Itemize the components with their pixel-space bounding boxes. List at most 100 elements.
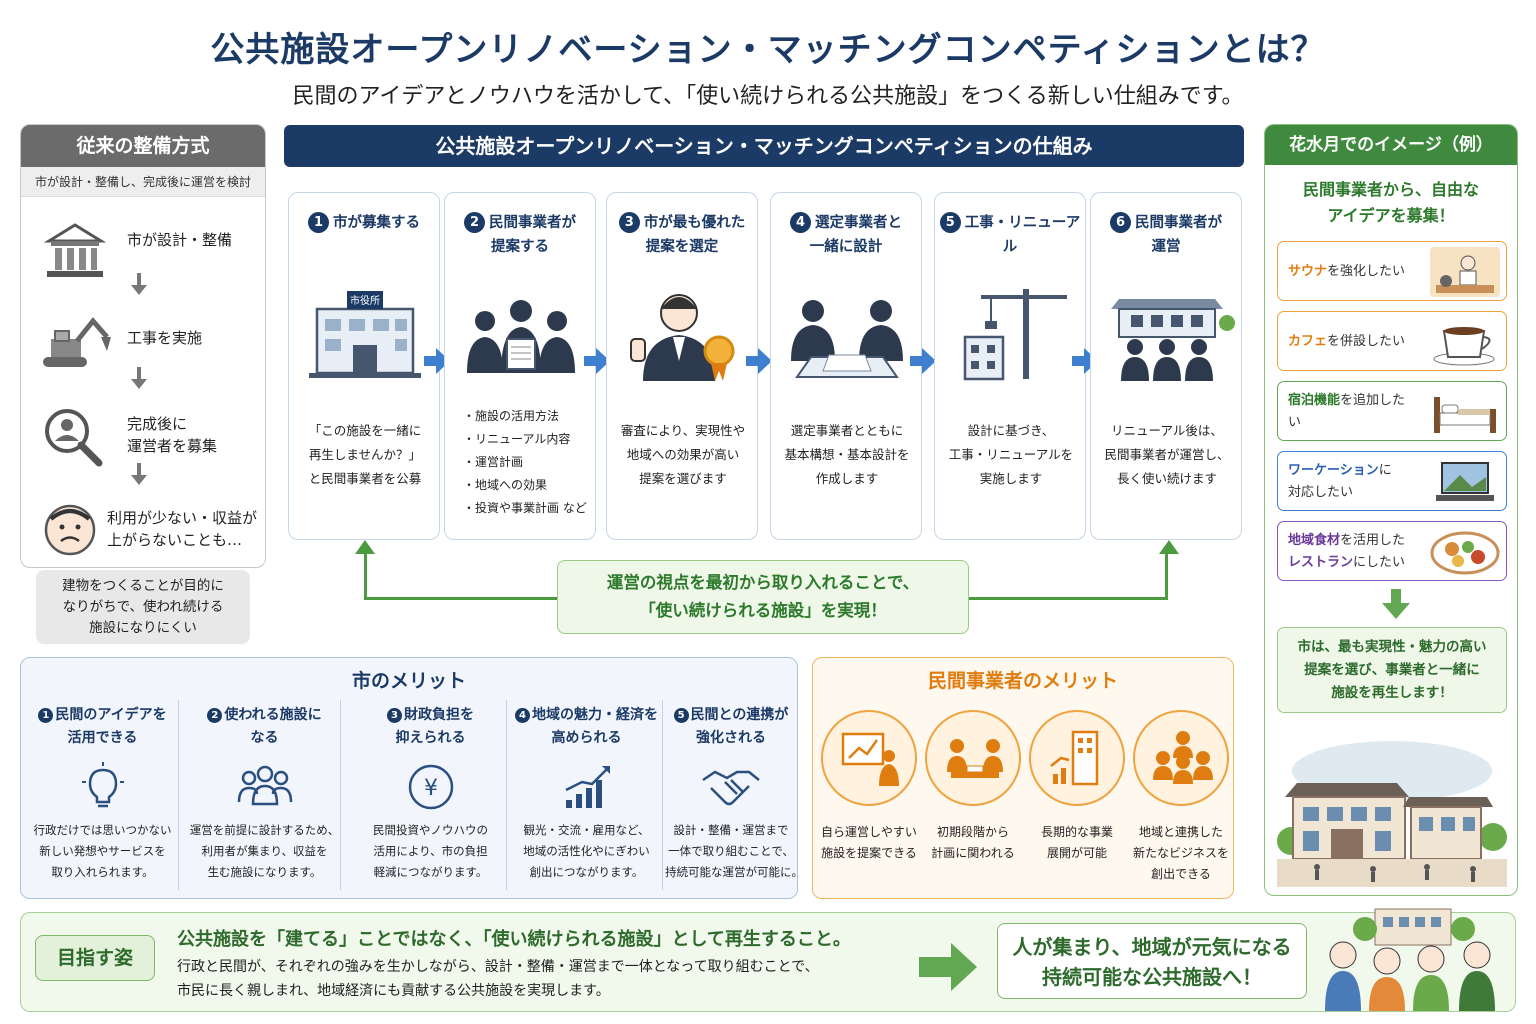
page-subtitle: 民間のアイデアとノウハウを活かして、「使い続けられる公共施設」をつくる新しい仕組… bbox=[292, 84, 1244, 109]
operation-note: 運営の視点を最初から取り入れることで、 「使い続けられる施設」を実現！ bbox=[557, 560, 969, 634]
list-item-text: 地域への効果 bbox=[475, 478, 548, 492]
conventional-step-2: 工事を実施 bbox=[21, 305, 265, 385]
list-item-text: 投資や事業計画 など bbox=[475, 501, 587, 515]
business-team-icon bbox=[467, 300, 575, 373]
city-office-sign: 市役所 bbox=[350, 294, 380, 307]
proposal-item-list: ・施設の活用方法 ・リニューアル内容 ・運営計画 ・地域への効果 ・投資や事業計… bbox=[463, 405, 587, 520]
conventional-step-4: 利用が少ない・収益が 上がらないことも… bbox=[21, 495, 265, 567]
merit-number: 5 bbox=[673, 708, 689, 723]
merit-desc: 長期的な事業 展開が可能 bbox=[1040, 825, 1113, 860]
renovated-facility-illustration bbox=[1277, 741, 1507, 887]
idea-card-restaurant: 地域食材を活用した レストランにしたい bbox=[1277, 521, 1507, 581]
merit-desc: 自ら運営しやすい 施設を提案できる bbox=[821, 825, 917, 860]
merit-desc: 行政だけでは思いつかない 新しい発想やサービスを 取り入れられます。 bbox=[33, 823, 172, 879]
yen-icon: ¥ bbox=[408, 764, 454, 810]
idea-key: サウナ bbox=[1288, 264, 1328, 279]
list-item-text: 運営計画 bbox=[475, 455, 524, 469]
private-merit-1: 自ら運営しやすい 施設を提案できる bbox=[819, 710, 919, 864]
dish-icon bbox=[1430, 531, 1500, 575]
coffee-cup-icon bbox=[1433, 327, 1495, 366]
merit-number: 4 bbox=[515, 708, 530, 723]
conventional-step-label: 利用が少ない・収益が 上がらないことも… bbox=[107, 509, 258, 549]
idea-rest: にしたい bbox=[1353, 555, 1406, 570]
step-number: 4 bbox=[790, 212, 811, 233]
goal-result: 人が集まり、地域が元気になる 持続可能な公共施設へ！ bbox=[997, 923, 1307, 999]
lightbulb-icon bbox=[82, 762, 124, 808]
hanamizuki-result: 市は、最も実現性・魅力の高い 提案を選び、事業者と一緒に 施設を再生します！ bbox=[1277, 627, 1507, 713]
merit-number: 2 bbox=[207, 708, 223, 723]
conventional-step-label: 完成後に 運営者を募集 bbox=[127, 415, 218, 455]
flow-arrow-icon bbox=[910, 348, 936, 374]
private-merits-panel: 民間事業者のメリット 自ら運営しやすい 施設を提案できる 初期段階から 計画に関… bbox=[812, 657, 1234, 899]
conventional-step-3: 完成後に 運営者を募集 bbox=[21, 401, 265, 481]
idea-card-sauna: サウナを強化したい bbox=[1277, 241, 1507, 301]
merit-desc: 初期段階から 計画に関われる bbox=[931, 825, 1015, 860]
merit-desc: 観光・交流・雇用など、 地域の活性化やにぎわい 創出につながります。 bbox=[523, 823, 650, 879]
idea-text: 宿泊機能を追加したい bbox=[1288, 382, 1418, 442]
hanamizuki-header: 花水月でのイメージ（例） bbox=[1265, 125, 1517, 165]
conventional-step-1: 市が設計・整備 bbox=[21, 207, 265, 287]
magnifier-person-icon bbox=[45, 409, 103, 467]
people-icon bbox=[237, 765, 293, 806]
step-desc: リニューアル後は、 民間事業者が運営し、 長く使い続けます bbox=[1104, 423, 1230, 486]
merit-desc: 地域と連携した 新たなビジネスを 創出できる bbox=[1132, 825, 1229, 881]
idea-rest: を強化したい bbox=[1327, 264, 1406, 279]
merit-title-text: 使われる施設に なる bbox=[224, 707, 322, 746]
merit-title-text: 地域の魅力・経済を 高められる bbox=[532, 707, 658, 746]
step-title-text: 民間事業者が 運営 bbox=[1135, 215, 1222, 255]
step-title-text: 選定事業者と 一緒に設計 bbox=[809, 215, 902, 255]
sauna-icon bbox=[1430, 247, 1500, 297]
list-item-text: リニューアル内容 bbox=[475, 432, 571, 446]
goal-panel: 目指す姿 公共施設を「建てる」ことではなく、「使い続けられる施設」として再生する… bbox=[20, 908, 1516, 1012]
idea-key: 宿泊機能 bbox=[1288, 393, 1341, 408]
step-desc: 選定事業者とともに 基本構想・基本設計を 作成します bbox=[784, 423, 910, 486]
down-arrow-icon bbox=[131, 273, 147, 295]
down-arrow-icon bbox=[131, 463, 147, 485]
idea-card-cafe: カフェを併設したい bbox=[1277, 311, 1507, 371]
down-arrow-icon bbox=[1382, 589, 1410, 619]
idea-key: ワーケーション bbox=[1288, 463, 1379, 478]
hanamizuki-lead: 民間事業者から、自由な アイデアを募集！ bbox=[1302, 180, 1479, 225]
step-number: 2 bbox=[464, 212, 485, 233]
merit-title-text: 財政負担を 抑えられる bbox=[395, 707, 475, 746]
conventional-step-label: 市が設計・整備 bbox=[127, 231, 233, 249]
step-desc: 「この施設を一緒に 再生しませんか？」 と民間事業者を公募 bbox=[308, 423, 422, 486]
growth-chart-icon bbox=[565, 766, 610, 808]
page-title: 公共施設オープンリノベーション・マッチングコンペティションとは？ bbox=[210, 30, 1326, 70]
idea-key: レストラン bbox=[1288, 555, 1354, 570]
merit-icon-circle bbox=[925, 710, 1021, 806]
private-merits-header: 民間事業者のメリット bbox=[927, 670, 1118, 692]
city-merits-header: 市のメリット bbox=[351, 670, 466, 692]
merit-desc: 民間投資やノウハウの 活用により、市の負担 軽減につながります。 bbox=[373, 823, 488, 879]
merit-title-text: 民間のアイデアを 活用できる bbox=[55, 707, 167, 746]
conventional-step-label: 工事を実施 bbox=[127, 329, 203, 347]
goal-tag: 目指す姿 bbox=[35, 935, 155, 981]
private-merit-3: 長期的な事業 展開が可能 bbox=[1027, 710, 1127, 864]
merit-number: 3 bbox=[387, 708, 402, 723]
conventional-bottom-note: 建物をつくることが目的に なりがちで、使われ続ける 施設になりにくい bbox=[36, 570, 250, 644]
list-item: ・運営計画 bbox=[463, 455, 524, 469]
handshake-icon bbox=[702, 770, 760, 806]
excavator-icon bbox=[43, 317, 111, 367]
thumbs-up-award-icon bbox=[630, 294, 735, 381]
idea-text: ワーケーションに 対応したい bbox=[1288, 452, 1418, 512]
mechanism-header: 公共施設オープンリノベーション・マッチングコンペティションの仕組み bbox=[284, 125, 1244, 167]
goal-sub-text: 行政と民間が、それぞれの強みを生かしながら、設計・整備・運営まで一体となって取り… bbox=[177, 959, 819, 999]
list-item: ・地域への効果 bbox=[463, 478, 548, 492]
operated-building-icon bbox=[1111, 299, 1235, 381]
up-arrow-icon bbox=[1159, 540, 1179, 554]
